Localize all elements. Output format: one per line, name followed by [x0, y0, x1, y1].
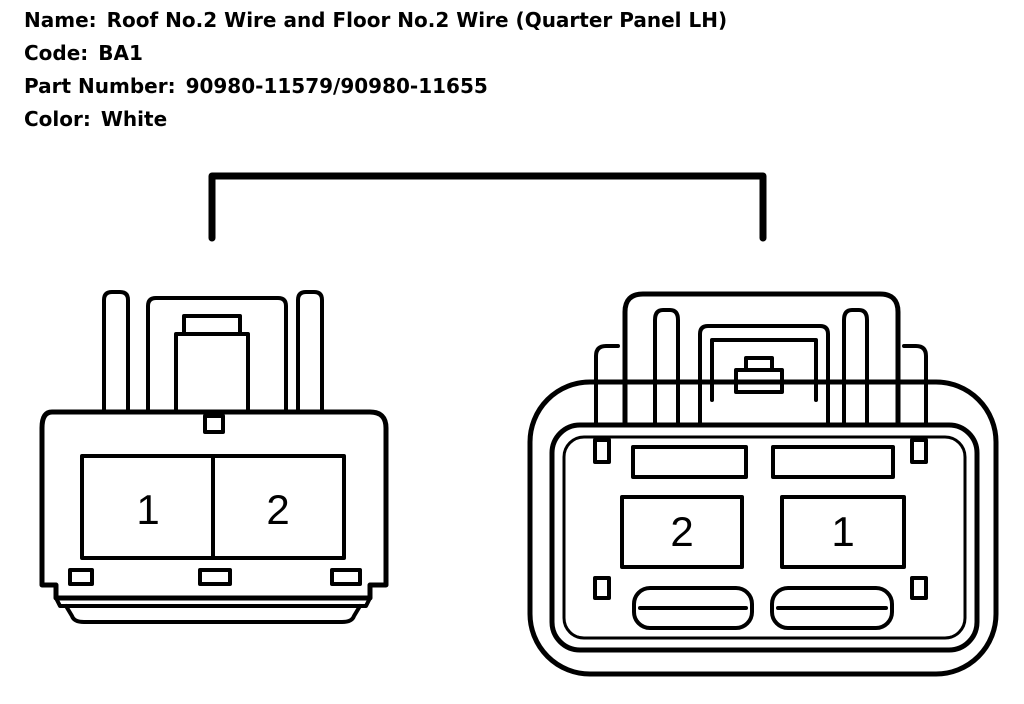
name-value: Roof No.2 Wire and Floor No.2 Wire (Quar…: [106, 8, 728, 32]
right-pin-cavity-2: [620, 495, 744, 569]
left-base-foot: [64, 604, 362, 624]
left-pin-label-1: 1: [136, 486, 159, 533]
code-label: Code:: [24, 41, 89, 65]
left-slot-b: [198, 568, 232, 586]
left-pin-label-2: 2: [266, 486, 289, 533]
right-latch-post-right: [842, 308, 869, 427]
right-hole-top-right: [910, 438, 928, 464]
left-latch-post-left: [102, 290, 130, 414]
left-slot-a: [68, 568, 94, 586]
right-inner-lip: [562, 435, 967, 640]
right-hole-bottom-left: [593, 576, 611, 600]
right-top-slot-right: [771, 445, 895, 479]
right-outer-shell: [527, 379, 999, 677]
left-key-slot: [203, 414, 225, 434]
name-row: Name: Roof No.2 Wire and Floor No.2 Wire …: [24, 8, 727, 32]
right-latch-frame: [698, 324, 830, 427]
color-value: White: [100, 107, 168, 131]
right-shoulder-right: [902, 344, 928, 427]
right-top-slot-left: [631, 445, 748, 479]
mating-bracket: [208, 172, 767, 242]
right-inner-frame: [549, 422, 980, 653]
left-base-rail: [54, 596, 372, 608]
left-connector: [39, 290, 389, 624]
part-number-label: Part Number:: [24, 74, 176, 98]
name-label: Name:: [24, 8, 97, 32]
left-latch-post-right: [296, 290, 324, 414]
right-shoulder-left: [594, 344, 620, 427]
right-pin-label-1: 1: [831, 508, 854, 555]
right-latch-post-left: [653, 308, 680, 427]
right-lock-pin: [744, 356, 774, 372]
left-lock-tab: [182, 314, 242, 336]
right-pin-cavity-1: [780, 495, 906, 569]
part-number-row: Part Number: 90980-11579/90980-11655: [24, 74, 488, 98]
color-label: Color:: [24, 107, 91, 131]
color-row: Color: White: [24, 107, 167, 131]
right-pin-label-2: 2: [670, 508, 693, 555]
left-latch-stem: [174, 332, 250, 414]
right-bottom-slot-right: [770, 586, 894, 630]
right-bottom-slot-left: [632, 586, 754, 630]
right-connector: [527, 291, 999, 677]
right-hole-bottom-right: [910, 576, 928, 600]
code-row: Code: BA1: [24, 41, 143, 65]
right-top-frame: [622, 291, 901, 428]
left-slot-c: [330, 568, 362, 586]
right-hole-top-left: [593, 438, 611, 464]
code-value: BA1: [98, 41, 143, 65]
right-latch-inner: [710, 338, 818, 402]
part-number-value: 90980-11579/90980-11655: [185, 74, 488, 98]
left-latch-frame: [146, 296, 288, 414]
